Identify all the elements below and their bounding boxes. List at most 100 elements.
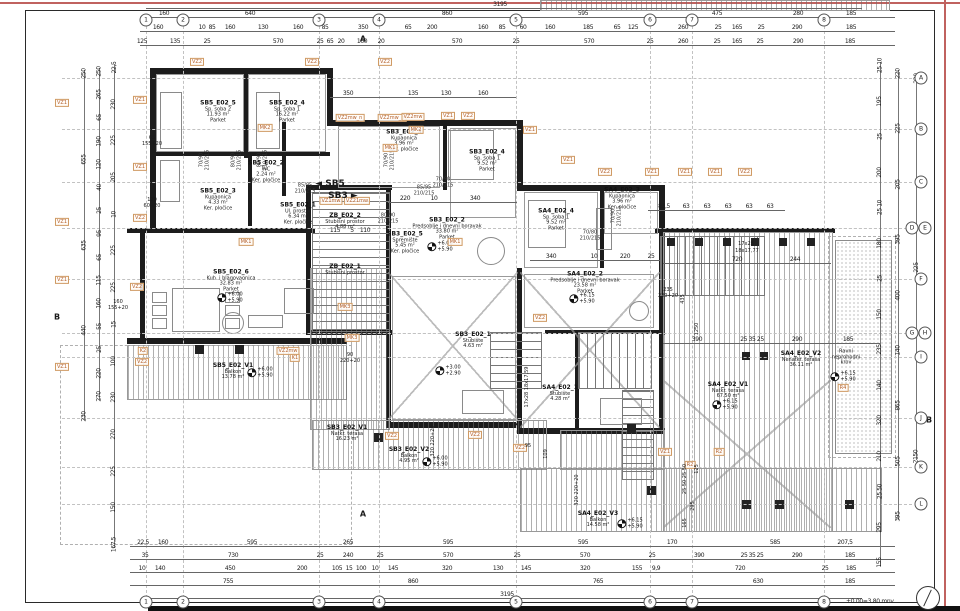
dimension-value: 65 [95,253,103,261]
dimension-value: 220 [399,195,411,202]
level-symbol-icon [427,242,437,252]
grid-line-vertical [183,26,184,598]
grid-bubble: B [914,122,928,136]
dimension-value: 95 [95,230,103,238]
partition-outline [604,192,658,234]
material-tag: VZ1 [440,111,456,121]
dimension-value: 640 [244,10,256,17]
material-tag: MK1 [447,237,463,247]
annotation-text: 120 [147,197,157,203]
dimension-value: 25 [376,552,384,559]
furniture [152,292,167,303]
annotation-text: 155+20 [141,141,163,147]
room-info: 16.23 m² [335,436,359,443]
furniture [528,200,566,248]
dimension-value: 10 [198,24,206,31]
dimension-value: 225 [110,465,118,477]
partition-outline [450,128,516,218]
grid-bubble: H [918,326,932,340]
dimension-value: 130 [257,24,269,31]
annotation-text: 90 [346,352,354,358]
partition-outline [156,74,244,152]
room-info: 11.93 m² [206,111,230,118]
room-info: 9.52 m² [477,160,497,167]
material-tag: VZ2 [737,167,753,177]
dimension-value: 25 [203,38,211,45]
dimension-value: 25 [95,346,103,354]
grid-bubble: 2 [176,13,190,27]
dimension-value: 505 [894,455,902,467]
grid-line-horizontal [62,418,912,419]
dimension-value: 320 [441,565,453,572]
room-info: Parket [279,117,295,124]
dimension-value: 150 [876,308,884,320]
level-symbol-icon [569,294,579,304]
dimension-value: 10 [590,253,598,260]
room-info: Nenatkr. terasa [781,356,821,363]
room-id: ZB_E02_2 [329,212,361,220]
dimension-line [146,598,862,599]
dimension-value: 22,5 [110,61,118,74]
furniture [256,92,280,149]
room-id: SB5_E02_1 [280,201,316,209]
dimension-value: 570 [272,38,284,45]
dimension-value: 230 [80,411,88,422]
dimension-value: 130 [492,565,504,572]
annotation-text: 235 [663,287,673,293]
dimension-value: 25 [876,275,884,282]
room-info: Ul. prostor [284,207,312,214]
material-tag: MK2 [408,125,424,135]
grid-line-horizontal [62,228,912,229]
material-tag: VZ2 [377,57,393,67]
pier [235,345,244,354]
partition-outline [338,126,440,188]
annotation-text: 165 [682,518,688,528]
material-tag: VZ2mw [276,346,300,356]
room-info: 4.28 m² [550,396,570,403]
room-info: Parket [210,117,226,124]
annotation-text: 17x28 18x17,59 [524,366,530,408]
dimension-value: 145 [520,565,532,572]
annotation-text: 435 [680,294,686,304]
grid-bubble: 4 [372,595,386,609]
dimension-value: 207,5 [837,539,853,546]
dimension-value: 265 [342,539,354,546]
room-info: Ker. pločice [203,205,233,212]
room-id: SB5_E02_4 [269,99,305,107]
level-symbol-icon [217,293,227,303]
furniture [152,305,167,316]
grid-bubble: 1 [139,13,153,27]
dimension-value: 220 [894,68,902,79]
grid-bubble: J [914,411,928,425]
dimension-value: 240 [342,552,354,559]
material-tag: VZ1 [644,167,660,177]
level-symbol-icon [712,400,722,410]
dimension-value: 25 [646,38,654,45]
material-tag: VZ21mw [343,196,371,206]
room-info: 4.63 m² [463,343,483,350]
room-info: Ravni [839,348,853,355]
room-info: Spremište [392,236,418,243]
dimension-value: 15 [110,320,118,328]
wall-segment [443,124,447,190]
dimension-value: 250 [95,66,103,77]
dimension-value: 570 [583,38,595,45]
material-tag: VZ2 [129,282,145,292]
annotation-text: B [53,312,61,322]
level-symbol-icon [422,457,432,467]
page-edge-line-right [944,0,946,611]
grid-bubble: L [914,497,928,511]
level-marker: +6.00+5.90 [422,455,448,468]
dimension-line [330,97,516,98]
level-marker: +6.15+5.90 [569,292,595,305]
room-info: Parket [223,286,239,293]
dimension-value: 755 [222,578,234,585]
room-info: Parket [577,288,593,295]
wall-segment [248,152,252,226]
dimension-line [663,343,880,344]
